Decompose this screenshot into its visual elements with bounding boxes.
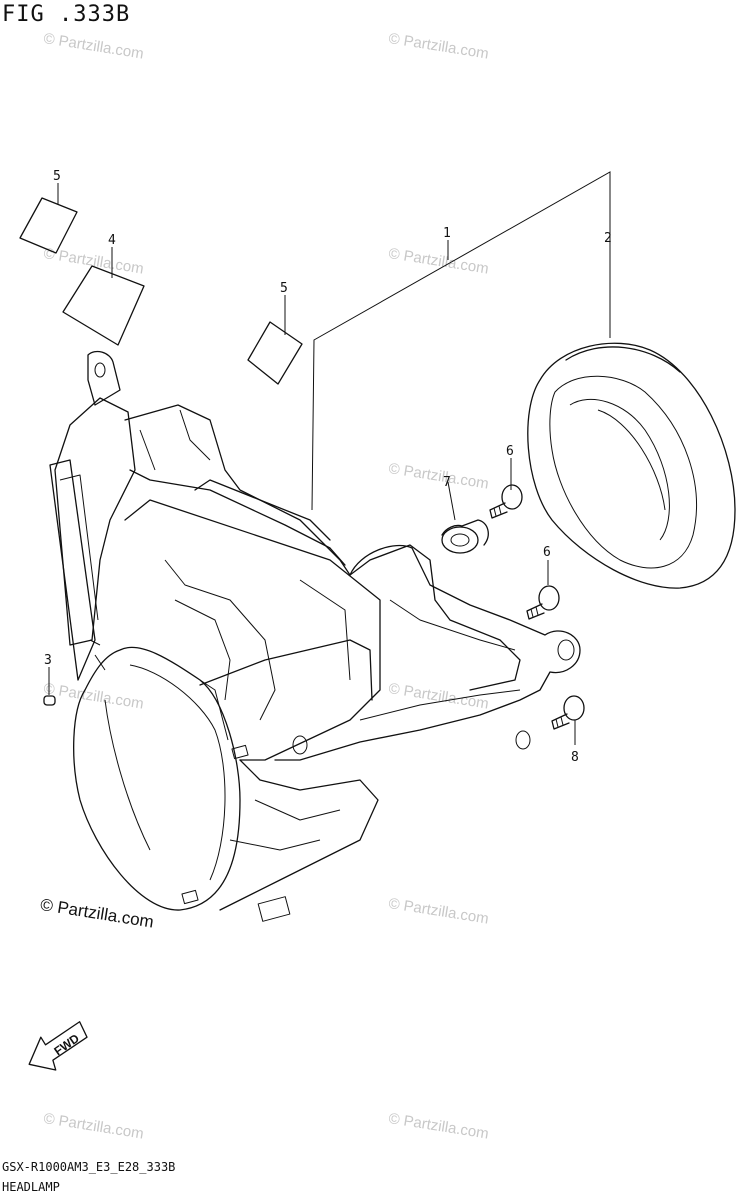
part-5-label-sheet: [19, 197, 78, 254]
diagram-code: GSX-R1000AM3_E3_E28_333B: [2, 1160, 176, 1174]
part-6-screw: [526, 585, 560, 620]
callout-6: 6: [543, 545, 551, 560]
callout-7: 7: [443, 475, 451, 490]
callout-4: 4: [108, 233, 116, 248]
forward-arrow: FWD: [28, 1021, 88, 1071]
figure-title: FIG .333B: [2, 2, 131, 27]
callout-6: 6: [506, 444, 514, 459]
part-8-screw: [551, 695, 585, 730]
callout-5: 5: [280, 281, 288, 296]
leader-lines: [48, 171, 611, 745]
part-7-grommet: [441, 519, 489, 554]
diagram-name: HEADLAMP: [2, 1180, 60, 1194]
fwd-label: FWD: [51, 1031, 82, 1058]
callout-2: 2: [604, 231, 612, 246]
part-2-ring: [527, 342, 736, 589]
part-5-label-sheet: [247, 321, 303, 385]
part-4-label-sheet: [62, 265, 145, 346]
part-1-headlamp-assembly: [49, 350, 581, 922]
callout-3: 3: [44, 653, 52, 668]
part-3-bulb: [43, 695, 56, 706]
callout-8: 8: [571, 750, 579, 765]
part-6-screw: [489, 484, 523, 519]
callout-1: 1: [443, 226, 451, 241]
callout-5: 5: [53, 169, 61, 184]
